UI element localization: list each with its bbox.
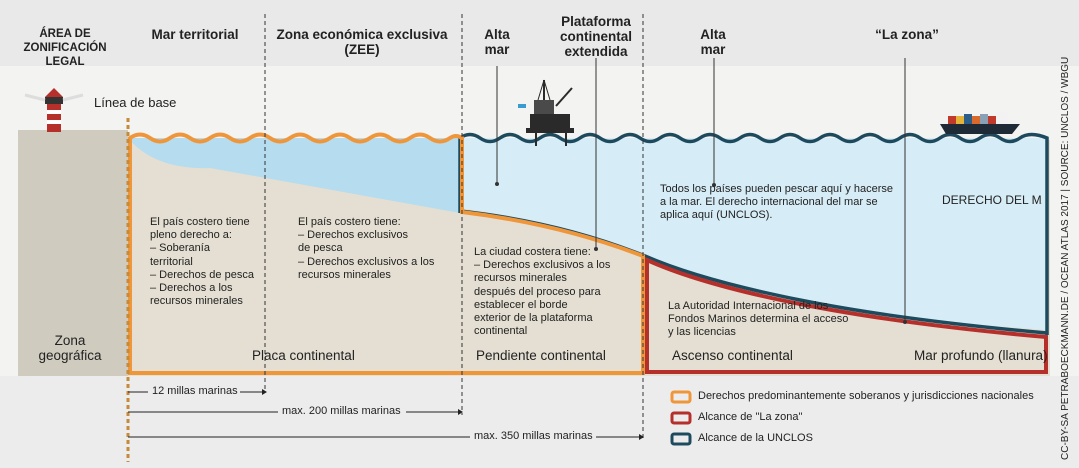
law-of-sea-label: DERECHO DEL MAR [942,193,1042,207]
legend-swatch-navy [670,432,692,446]
arrowhead-200nm [458,409,463,415]
legend-swatch-red [670,411,692,425]
cargo-ship-icon [940,112,1020,134]
legend-orange-label: Derechos predominantemente soberanos y j… [698,390,1034,402]
source-credit: CC-BY-SA PETRABOECKMANN.DE / OCEAN ATLAS… [1060,56,1071,460]
territorial-rights-description: El país costero tiene pleno derecho a: –… [150,216,254,308]
arrowhead-12nm [262,389,267,395]
lighthouse-icon [24,88,84,132]
header-territorial-sea: Mar territorial [151,27,239,42]
shallow-sea [128,138,460,213]
national-jurisdiction-outline [128,132,645,375]
geographic-zone-label: Zona geográfica [38,333,102,363]
zone-continental-slope: Pendiente continental [476,348,606,363]
pointer-dot-high-seas-1 [495,182,499,186]
extended-shelf-description: La ciudad costera tiene: – Derechos excl… [474,246,611,338]
pointer-dot-extended-shelf [594,247,598,251]
high-seas-description: Todos los países pueden pescar aquí y ha… [660,183,893,222]
header-high-seas-1: Alta mar [484,27,510,57]
zone-continental-rise: Ascenso continental [672,348,793,363]
baseline-label: Línea de base [94,95,177,110]
deep-sea [460,138,1048,330]
isa-description: La Autoridad Internacional de los Fondos… [668,300,849,339]
la-zona-outline [645,256,1048,374]
eez-rights-description: El país costero tiene: – Derechos exclus… [298,216,435,281]
distance-350nm: max. 350 millas marinas [474,430,593,442]
distance-200nm: max. 200 millas marinas [282,405,401,417]
header-high-seas-2: Alta mar [700,27,726,57]
legend-red-label: Alcance de "La zona" [698,411,803,423]
distance-12nm: 12 millas marinas [152,385,238,397]
legend-navy-label: Alcance de la UNCLOS [698,432,813,444]
oil-platform-icon [518,79,574,146]
pointer-dot-la-zona [903,320,907,324]
zone-continental-shelf: Placa continental [252,348,355,363]
header-la-zona: “La zona” [875,27,939,42]
header-band [0,0,1079,66]
header-legal-zoning: ÁREA DE ZONIFICACIÓN LEGAL [23,28,107,68]
pointer-dot-high-seas-2 [712,183,716,187]
legend-swatch-orange [670,390,692,404]
land-block [18,130,128,376]
zone-abyssal-plain: Mar profundo (llanura) [914,348,1048,363]
footer-band [0,376,1079,468]
header-extended-shelf: Plataforma continental extendida [559,14,632,59]
arrowhead-350nm [639,434,644,440]
header-eez: Zona económica exclusiva (ZEE) [276,27,448,57]
